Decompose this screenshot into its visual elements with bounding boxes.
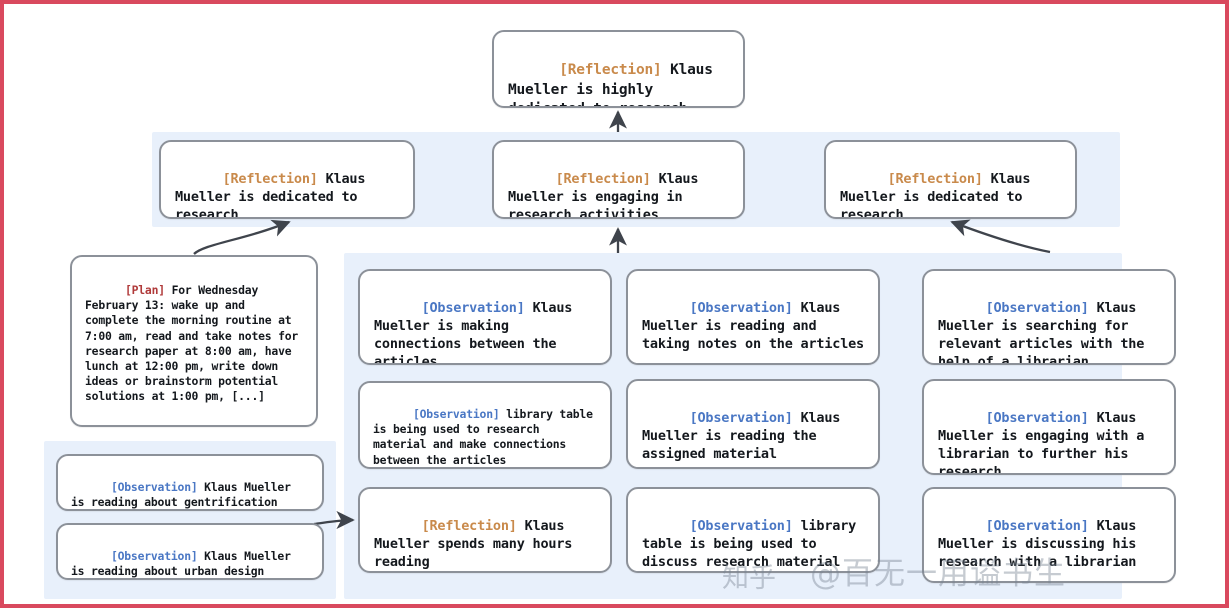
node-tag: [Plan] [124, 283, 165, 298]
node-tag: [Observation] [421, 300, 525, 317]
node-reflection-hours-reading[interactable]: [Reflection] Klaus Mueller spends many h… [358, 487, 612, 573]
node-text: Klaus Mueller is reading the assigned ma… [642, 410, 849, 463]
node-text: Klaus Mueller is making connections betw… [374, 300, 581, 365]
node-root-reflection[interactable]: [Reflection] Klaus Mueller is highly ded… [492, 30, 745, 108]
node-tag: [Observation] [689, 300, 793, 317]
node-tag: [Observation] [110, 480, 198, 495]
node-text: Klaus Mueller is discussing his research… [938, 518, 1145, 571]
node-text: Klaus Mueller is dedicated to research [175, 171, 374, 219]
node-text: Klaus Mueller spends many hours reading [374, 518, 581, 571]
node-tag: [Observation] [412, 407, 500, 422]
node-tag: [Observation] [985, 300, 1089, 317]
node-tag: [Observation] [110, 549, 198, 564]
node-obs-discussing-librarian[interactable]: [Observation] Klaus Mueller is discussin… [922, 487, 1176, 583]
node-plan-wednesday[interactable]: [Plan] For Wednesday February 13: wake u… [70, 255, 318, 427]
node-tag: [Reflection] [421, 518, 517, 535]
node-obs-taking-notes[interactable]: [Observation] Klaus Mueller is reading a… [626, 269, 880, 365]
node-text: For Wednesday February 13: wake up and c… [85, 283, 305, 404]
node-tag: [Observation] [985, 410, 1089, 427]
node-obs-library-table-connections[interactable]: [Observation] library table is being use… [358, 381, 612, 469]
node-text: Klaus Mueller is dedicated to research [840, 171, 1039, 219]
node-text: Klaus Mueller is engaging in research ac… [508, 171, 707, 219]
node-reflection-left[interactable]: [Reflection] Klaus Mueller is dedicated … [159, 140, 415, 219]
node-tag: [Observation] [689, 410, 793, 427]
node-text: Klaus Mueller is engaging with a librari… [938, 410, 1153, 475]
node-obs-engaging-librarian[interactable]: [Observation] Klaus Mueller is engaging … [922, 379, 1176, 475]
node-text: Klaus Mueller is reading about gentrific… [71, 480, 298, 510]
node-obs-urban-design[interactable]: [Observation] Klaus Mueller is reading a… [56, 523, 324, 580]
node-obs-gentrification[interactable]: [Observation] Klaus Mueller is reading a… [56, 454, 324, 511]
node-obs-searching-articles[interactable]: [Observation] Klaus Mueller is searching… [922, 269, 1176, 365]
node-tag: [Reflection] [555, 171, 651, 188]
node-tag: [Observation] [985, 518, 1089, 535]
node-tag: [Observation] [689, 518, 793, 535]
node-tag: [Reflection] [559, 62, 662, 79]
diagram-canvas: [Reflection] Klaus Mueller is highly ded… [4, 4, 1225, 604]
node-text: library table is being used to research … [373, 407, 600, 467]
node-text: Klaus Mueller is reading and taking note… [642, 300, 864, 353]
node-reflection-right[interactable]: [Reflection] Klaus Mueller is dedicated … [824, 140, 1077, 219]
node-tag: [Reflection] [222, 171, 318, 188]
node-tag: [Reflection] [887, 171, 983, 188]
node-text: Klaus Mueller is searching for relevant … [938, 300, 1153, 365]
node-text: Klaus Mueller is highly dedicated to res… [508, 62, 713, 106]
node-obs-assigned-material[interactable]: [Observation] Klaus Mueller is reading t… [626, 379, 880, 469]
node-text: Klaus Mueller is reading about urban des… [71, 549, 298, 579]
node-obs-library-table-discuss[interactable]: [Observation] library table is being use… [626, 487, 880, 573]
node-obs-connections[interactable]: [Observation] Klaus Mueller is making co… [358, 269, 612, 365]
node-reflection-middle[interactable]: [Reflection] Klaus Mueller is engaging i… [492, 140, 745, 219]
node-text: library table is being used to discuss r… [642, 518, 864, 571]
